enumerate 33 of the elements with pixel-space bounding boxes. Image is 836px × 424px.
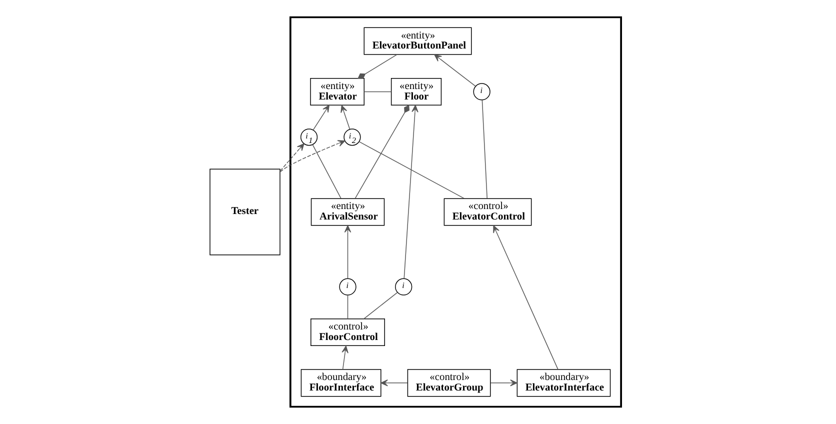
cluster bbox=[288, 16, 622, 408]
connector bbox=[312, 144, 341, 199]
arrow bbox=[490, 380, 517, 386]
arrow bbox=[279, 140, 345, 172]
connector bbox=[363, 91, 392, 92]
arrow bbox=[344, 225, 351, 279]
node-circle: i bbox=[472, 83, 490, 100]
arrow bbox=[434, 54, 476, 87]
arrow bbox=[279, 143, 304, 172]
node-circle: i bbox=[338, 278, 356, 296]
arrow bbox=[380, 380, 408, 386]
arrow bbox=[340, 105, 350, 130]
node-box: «control» FloorControl bbox=[310, 318, 384, 346]
connector bbox=[357, 54, 397, 79]
node-box: «entity» ElevatorButtonPanel bbox=[363, 27, 472, 55]
connector bbox=[354, 104, 409, 199]
node-box: «entity» Elevator bbox=[310, 78, 364, 106]
node-box: «entity» Floor bbox=[390, 78, 442, 106]
node-box: Tester bbox=[209, 168, 280, 256]
arrow bbox=[403, 104, 418, 279]
node-circle: i bbox=[394, 278, 412, 296]
connector bbox=[346, 294, 348, 320]
node-box: «control» ElevatorControl bbox=[443, 198, 532, 226]
node-box: «boundary» ElevatorInterface bbox=[516, 369, 610, 397]
connector bbox=[363, 292, 398, 320]
arrow bbox=[312, 104, 330, 130]
node-box: «boundary» FloorInterface bbox=[300, 369, 381, 397]
node-box: «control» ElevatorGroup bbox=[406, 369, 490, 397]
node-box: «entity» ArivalSensor bbox=[310, 198, 384, 226]
arrow bbox=[341, 346, 348, 370]
arrow bbox=[492, 225, 558, 370]
connector bbox=[358, 141, 464, 199]
connector bbox=[481, 100, 487, 199]
